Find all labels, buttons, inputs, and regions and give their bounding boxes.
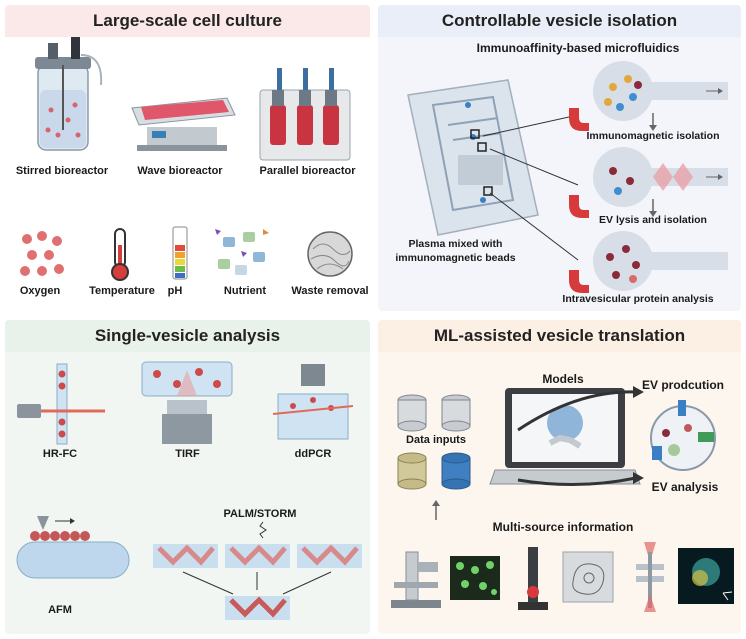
label-multi-source-information: Multi-source information <box>492 520 634 534</box>
magnet-icon <box>569 108 589 131</box>
flow-arrows <box>517 386 644 487</box>
label-data-inputs: Data inputs <box>406 434 466 446</box>
panel-title-isolation: Controllable vesicle isolation <box>378 5 741 37</box>
extracellular-vesicle-icon <box>650 400 716 471</box>
label-palm-storm: PALM/STORM <box>223 508 297 520</box>
immunomagnetic-isolation-chamber <box>593 61 728 121</box>
database-icon <box>397 452 471 490</box>
magnet-icon <box>569 270 589 293</box>
isolation-subtitle: Immunoaffinity-based microfluidics <box>476 41 680 55</box>
zoom-connector-lines <box>482 114 579 261</box>
wave-bioreactor-icon <box>131 97 236 151</box>
label-ev-analysis: EV analysis <box>651 480 719 494</box>
panel-large-scale-cell-culture: Large-scale cell culture Stirred bioreac… <box>5 5 370 311</box>
label-stirred-bioreactor: Stirred bioreactor <box>15 165 109 177</box>
ddpcr-icon <box>272 364 354 440</box>
label-parallel-bioreactor: Parallel bioreactor <box>259 165 356 177</box>
label-ev-lysis-isolation: EV lysis and isolation <box>599 214 707 226</box>
label-waste-removal: Waste removal <box>291 285 369 297</box>
ph-strip-icon <box>172 226 188 280</box>
3d-cell-render-icon <box>678 548 734 604</box>
bench-microscope-icon <box>518 547 548 610</box>
fluorescence-image-icon <box>450 556 500 600</box>
label-plasma-mixed-beads: Plasma mixed with immunomagnetic beads <box>395 238 516 264</box>
palm-storm-diagram <box>153 521 362 620</box>
magnet-icon <box>569 195 589 218</box>
microscope-icon <box>391 551 441 608</box>
cell-sketch-icon <box>562 551 614 603</box>
parallel-bioreactor-icon <box>259 68 351 161</box>
label-ph: pH <box>167 285 183 297</box>
label-wave-bioreactor: Wave bioreactor <box>137 165 223 177</box>
protein-analysis-chamber <box>593 231 728 291</box>
label-immunomagnetic-isolation: Immunomagnetic isolation <box>586 130 720 142</box>
label-intravesicular-protein-analysis: Intravesicular protein analysis <box>562 293 714 305</box>
optical-setup-icon <box>636 542 664 612</box>
label-nutrient: Nutrient <box>223 285 267 297</box>
label-oxygen: Oxygen <box>19 285 61 297</box>
flow-cytometry-icon <box>17 363 105 445</box>
label-hr-fc: HR-FC <box>42 448 78 460</box>
oxygen-icon <box>20 231 64 276</box>
nutrient-icon <box>215 229 269 275</box>
waste-particle-icon <box>307 231 353 277</box>
stirred-bioreactor-icon <box>35 37 103 151</box>
label-ddpcr: ddPCR <box>294 448 332 460</box>
ev-lysis-chamber <box>593 147 728 207</box>
microfluidic-chip-icon <box>407 79 539 236</box>
label-afm: AFM <box>48 604 72 616</box>
label-models: Models <box>542 372 584 386</box>
label-temperature: Temperature <box>89 285 155 297</box>
database-icon <box>397 394 471 432</box>
panel-title-single: Single-vesicle analysis <box>5 320 370 352</box>
down-arrow-icon <box>649 113 657 131</box>
afm-icon <box>16 516 130 579</box>
tirf-microscope-icon <box>141 361 233 444</box>
panel-single-vesicle-analysis: Single-vesicle analysis HR-FC TIRF ddPCR… <box>5 320 370 634</box>
panel-vesicle-isolation: Controllable vesicle isolation Immunoaff… <box>378 5 741 311</box>
panel-ml-vesicle-translation: ML-assisted vesicle translation Data inp… <box>378 320 741 634</box>
label-ev-production: EV prodcution <box>642 378 724 392</box>
panel-title-ml: ML-assisted vesicle translation <box>378 320 741 352</box>
label-tirf: TIRF <box>175 448 200 460</box>
thermometer-icon <box>111 228 129 281</box>
down-arrow-icon <box>649 199 657 217</box>
up-arrow-icon <box>432 500 440 520</box>
panel-title-culture: Large-scale cell culture <box>5 5 370 37</box>
